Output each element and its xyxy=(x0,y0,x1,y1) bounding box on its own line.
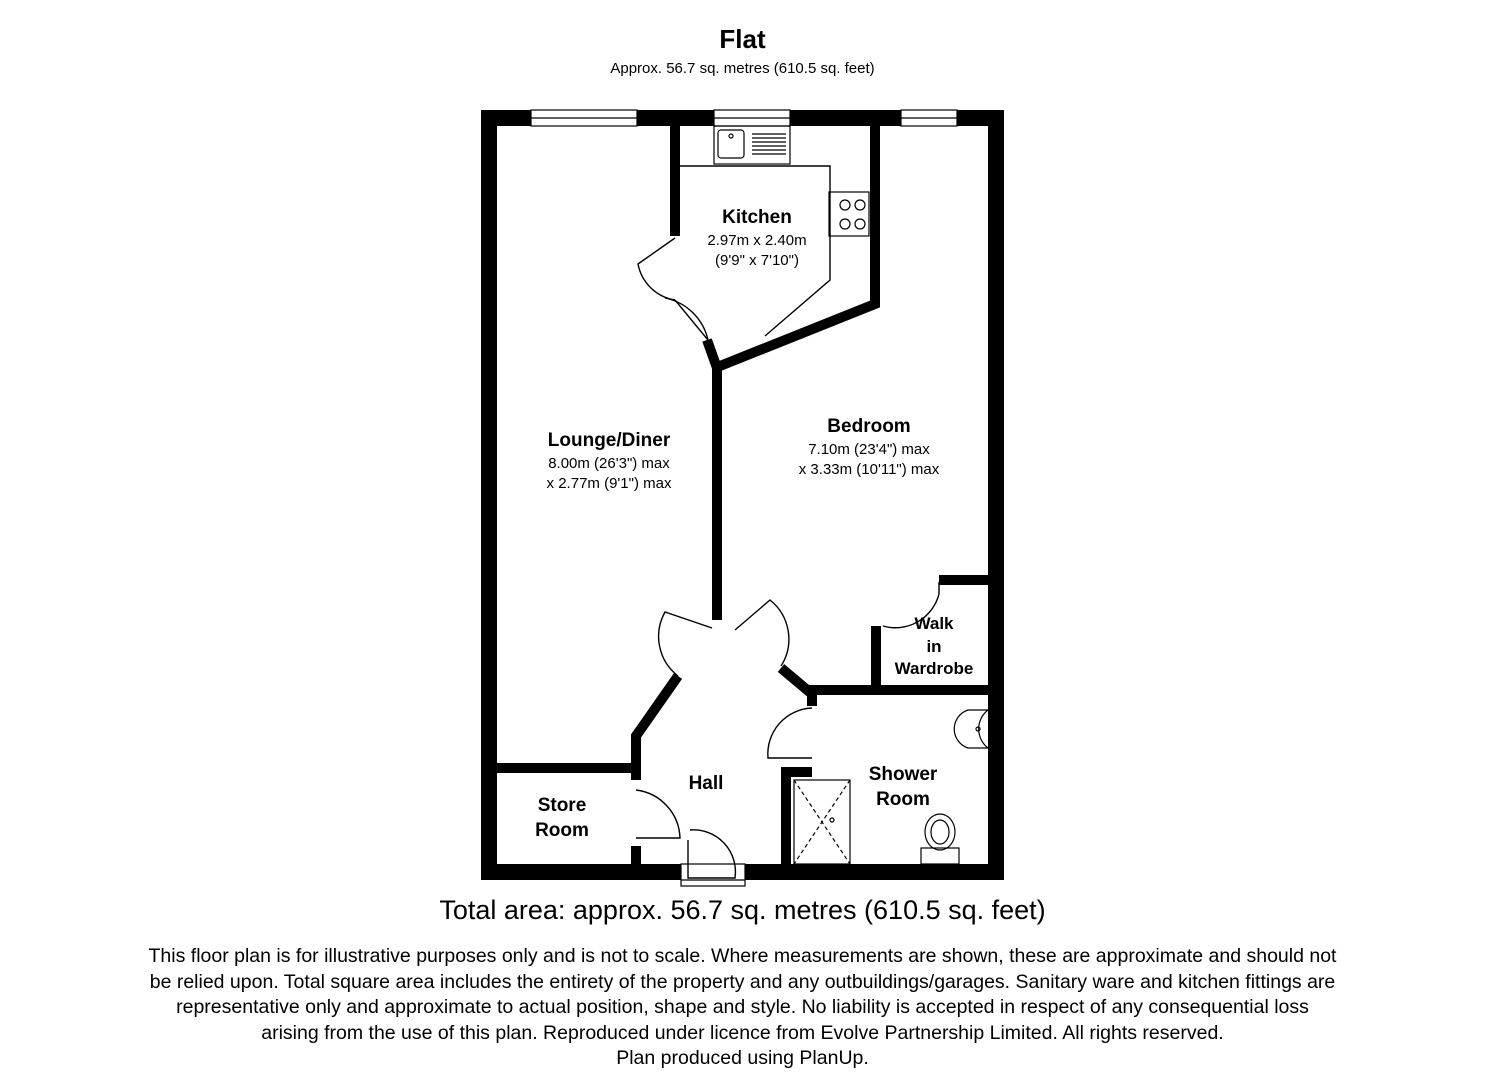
front-door xyxy=(687,829,737,879)
bedroom-dim1: 7.10m (23'4") max xyxy=(808,441,930,458)
kitchen-sink-unit xyxy=(713,125,791,165)
toilet-cistern-icon xyxy=(920,847,960,865)
basin-icon xyxy=(953,709,990,749)
wall-kitchen-bedroom xyxy=(713,126,880,373)
doors xyxy=(635,165,940,879)
wall-left xyxy=(481,110,497,880)
wall-hall-left-diag xyxy=(631,673,683,780)
room-labels: Kitchen 2.97m x 2.40m (9'9" x 7'10") Lou… xyxy=(535,207,973,841)
kitchen-counter xyxy=(680,165,831,337)
toilet-bowl-icon xyxy=(924,813,956,851)
kitchen-door-left xyxy=(637,237,676,301)
shower-label-2: Room xyxy=(876,789,930,810)
store-label-1: Store xyxy=(538,795,587,816)
store-door xyxy=(635,789,681,839)
lounge-dim2: x 2.77m (9'1") max xyxy=(547,475,672,492)
kitchen-dim1: 2.97m x 2.40m xyxy=(707,232,806,249)
wardrobe-label-1: Walk xyxy=(914,614,954,633)
fixtures xyxy=(713,125,990,865)
wardrobe-door xyxy=(882,582,940,629)
lounge-door xyxy=(657,611,713,677)
hob-icon xyxy=(828,191,870,237)
disclaimer-line: be relied upon. Total square area includ… xyxy=(149,970,1336,993)
windows xyxy=(530,109,958,887)
disclaimer-line: This floor plan is for illustrative purp… xyxy=(148,945,1337,967)
plan-subtitle: Approx. 56.7 sq. metres (610.5 sq. feet) xyxy=(610,60,875,77)
wall-right xyxy=(988,110,1004,880)
bedroom-door xyxy=(734,599,790,667)
wall-lounge-bedroom xyxy=(702,338,722,620)
kitchen-label: Kitchen xyxy=(722,207,792,228)
bedroom-dim2: x 3.33m (10'11") max xyxy=(799,461,940,478)
lounge-label: Lounge/Diner xyxy=(548,430,671,451)
wardrobe-label-2: in xyxy=(926,637,941,656)
kitchen-door-swing xyxy=(664,297,709,341)
disclaimer-line: representative only and approximate to a… xyxy=(176,996,1309,1018)
sink-bowl-icon xyxy=(717,129,745,159)
wall-shower-left xyxy=(781,767,812,866)
wall-bottom-left xyxy=(481,864,681,880)
shower-door xyxy=(767,707,813,759)
outer-walls xyxy=(481,110,1004,880)
shower-tray-icon xyxy=(793,779,851,865)
wall-top-mid1 xyxy=(637,110,714,126)
wall-bottom-right xyxy=(745,864,1004,880)
kitchen-dim2: (9'9" x 7'10") xyxy=(715,252,799,269)
interior-walls xyxy=(497,126,988,866)
shower-label-1: Shower xyxy=(869,764,938,785)
wall-hall-right-diag xyxy=(777,664,817,706)
bedroom-label: Bedroom xyxy=(827,416,910,437)
disclaimer-line: arising from the use of this plan. Repro… xyxy=(261,1021,1224,1044)
wardrobe-label-3: Wardrobe xyxy=(895,659,974,678)
hall-label: Hall xyxy=(689,773,724,794)
disclaimer: This floor plan is for illustrative purp… xyxy=(20,944,1465,1072)
wall-top-mid2 xyxy=(790,110,901,126)
total-area: Total area: approx. 56.7 sq. metres (610… xyxy=(439,895,1046,925)
plan-title: Flat xyxy=(719,24,766,54)
disclaimer-line: Plan produced using PlanUp. xyxy=(616,1047,869,1069)
store-label-2: Room xyxy=(535,820,589,841)
lounge-dim1: 8.00m (26'3") max xyxy=(548,455,670,472)
